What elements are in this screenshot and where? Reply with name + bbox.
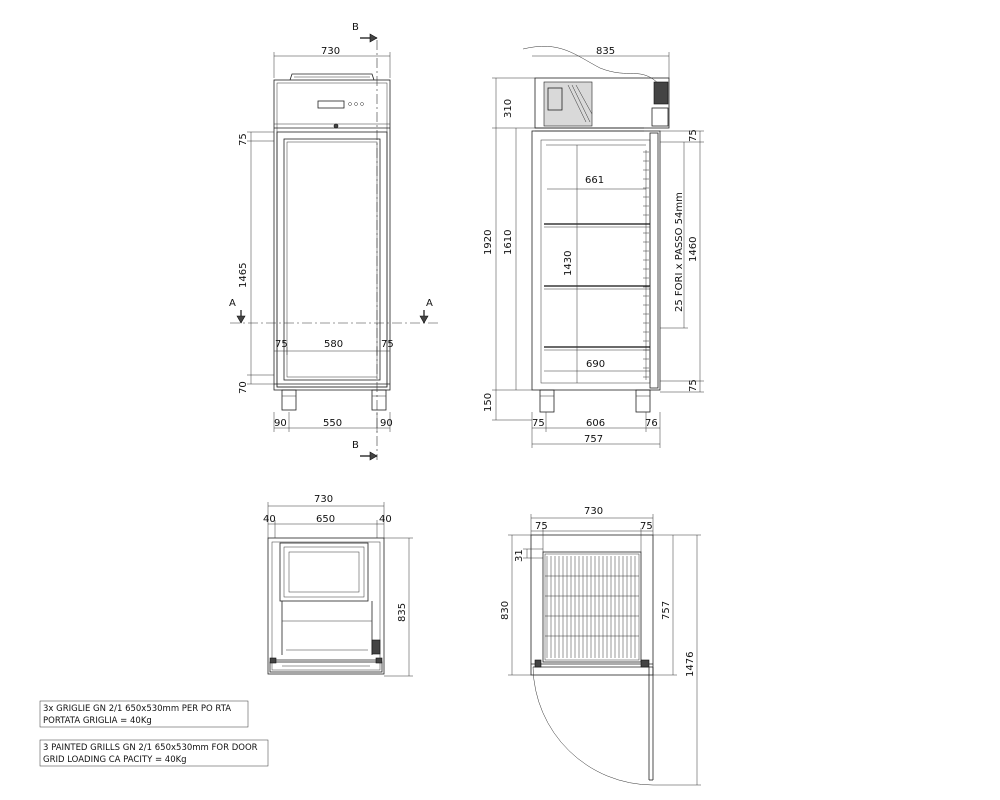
section-mark-a-left: A — [229, 298, 236, 309]
side-rack-top: 75 — [688, 129, 699, 142]
section-side-right: 75 — [640, 521, 653, 532]
front-inner-side-right: 75 — [381, 339, 394, 350]
front-view: 730 75 1465 70 75 580 75 90 550 90 A A — [229, 22, 440, 461]
section-mark-b-bottom: B — [352, 440, 359, 451]
side-depth-total: 835 — [596, 46, 615, 57]
note-english-line2: GRID LOADING CA PACITY = 40Kg — [43, 755, 187, 765]
front-height-bottom-gap: 70 — [238, 381, 249, 394]
side-rack-bottom: 75 — [688, 379, 699, 392]
front-feet-span: 550 — [323, 418, 342, 429]
section-side-left: 75 — [535, 521, 548, 532]
front-inner-side-left: 75 — [275, 339, 288, 350]
side-inner-height: 1430 — [563, 251, 574, 276]
section-cabinet-outline — [530, 534, 654, 676]
side-cabinet-outline — [531, 130, 661, 391]
side-door — [649, 132, 659, 389]
top-hinge — [371, 639, 381, 655]
grill-pattern — [545, 556, 639, 658]
top-side-left: 40 — [263, 514, 276, 525]
top-side-right: 40 — [379, 514, 392, 525]
section-height-inner: 830 — [500, 601, 511, 620]
front-width-total: 730 — [321, 46, 340, 57]
top-view: 730 40 650 40 835 — [263, 494, 413, 677]
side-height-cabinet: 1610 — [503, 230, 514, 255]
side-rack-height: 1460 — [688, 237, 699, 262]
notes: 3x GRIGLIE GN 2/1 650x530mm PER PO RTA P… — [39, 700, 269, 767]
side-foot-rear — [635, 389, 651, 413]
control-display — [317, 100, 345, 109]
vent-grille — [653, 81, 669, 105]
side-feet-span: 606 — [586, 418, 605, 429]
top-width-total: 730 — [314, 494, 333, 505]
lock-icon — [333, 123, 339, 129]
side-shelf-depth-top: 661 — [585, 175, 604, 186]
top-depth: 835 — [397, 603, 408, 622]
top-inner-width: 650 — [316, 514, 335, 525]
section-small-gap: 31 — [514, 549, 525, 562]
section-view: 730 75 75 31 830 757 1476 — [500, 506, 701, 786]
section-width-total: 730 — [584, 506, 603, 517]
section-inner-chamber — [542, 551, 642, 663]
front-height-top-gap: 75 — [238, 133, 249, 146]
door-glass — [283, 138, 381, 381]
door-swing-arc — [532, 666, 654, 786]
note-italian-line2: PORTATA GRIGLIA = 40Kg — [43, 716, 152, 726]
side-feet-front: 75 — [532, 418, 545, 429]
section-mark-b-top: B — [352, 22, 359, 33]
compressor-block — [543, 81, 593, 127]
side-height-top-unit: 310 — [503, 99, 514, 118]
side-rack-note: 25 FORI x PASSO 54mm — [674, 192, 685, 312]
section-depth-door-open: 1476 — [685, 652, 696, 677]
top-unit-outline — [279, 542, 369, 602]
note-italian-line1: 3x GRIGLIE GN 2/1 650x530mm PER PO RTA — [43, 704, 231, 714]
side-height-total: 1920 — [483, 230, 494, 255]
note-box-english — [39, 739, 269, 767]
side-depth-body: 757 — [584, 434, 603, 445]
front-feet-left: 90 — [274, 418, 287, 429]
front-feet-right: 90 — [380, 418, 393, 429]
front-inner-width: 580 — [324, 339, 343, 350]
top-cabinet-outline — [267, 537, 385, 675]
power-cable — [522, 46, 661, 86]
front-top-cap — [289, 73, 375, 81]
front-foot-left — [281, 389, 297, 411]
section-depth-body: 757 — [661, 601, 672, 620]
note-box-italian — [39, 700, 249, 728]
side-feet-rear: 76 — [645, 418, 658, 429]
rack-holes — [643, 150, 649, 380]
side-foot-front — [539, 389, 555, 413]
front-height-door: 1465 — [238, 263, 249, 288]
side-view: 835 310 1920 1610 150 1430 661 690 75 14… — [483, 46, 704, 448]
side-height-feet: 150 — [483, 393, 494, 412]
note-english-line1: 3 PAINTED GRILLS GN 2/1 650x530mm FOR DO… — [43, 743, 258, 753]
side-shelf-depth-bottom: 690 — [586, 359, 605, 370]
section-mark-a-right: A — [426, 298, 433, 309]
front-cabinet-outline — [273, 79, 391, 391]
front-foot-right — [371, 389, 387, 411]
front-door — [276, 131, 388, 388]
